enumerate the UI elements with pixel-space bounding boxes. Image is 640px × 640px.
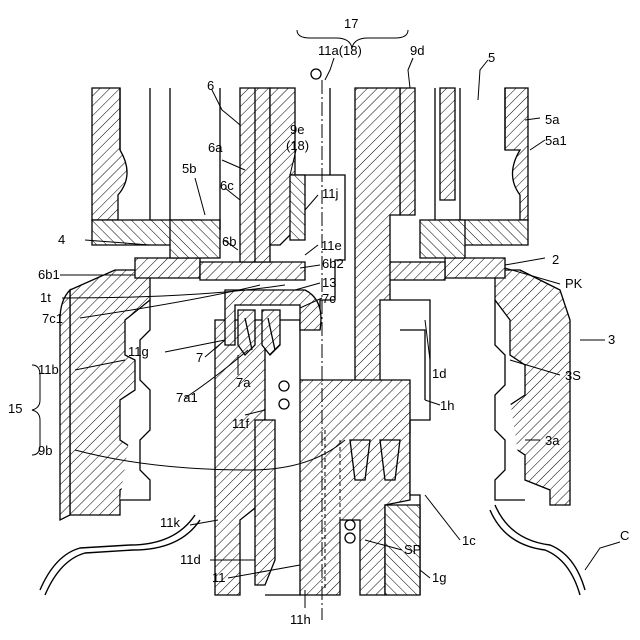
label-11a: 11a(18) <box>318 43 362 58</box>
label-6: 6 <box>207 78 214 93</box>
label-5a: 5a <box>545 112 560 127</box>
label-6a: 6a <box>208 140 223 155</box>
label-11k: 11k <box>160 515 180 530</box>
label-PK: PK <box>565 276 583 291</box>
label-C: C <box>620 528 629 543</box>
label-1g: 1g <box>432 570 446 585</box>
label-7c1: 7c1 <box>42 311 63 326</box>
label-1t: 1t <box>40 290 51 305</box>
label-4: 4 <box>58 232 65 247</box>
label-7c: 7c <box>322 291 336 306</box>
label-11e: 11e <box>321 238 342 253</box>
label-6b1: 6b1 <box>38 267 60 282</box>
label-11j: 11j <box>322 186 338 201</box>
label-6b: 6b <box>222 234 236 249</box>
label-5: 5 <box>488 50 495 65</box>
label-6c: 6c <box>220 178 234 193</box>
label-11g: 11g <box>128 344 149 359</box>
label-5a1: 5a1 <box>545 133 567 148</box>
label-15: 15 <box>8 401 22 416</box>
label-11b: 11b <box>38 362 59 377</box>
label-9e: 9e <box>290 122 304 137</box>
label-13: 13 <box>322 275 336 290</box>
label-3: 3 <box>608 332 615 347</box>
label-17: 17 <box>344 16 358 31</box>
label-2: 2 <box>552 252 559 267</box>
label-1c: 1c <box>462 533 476 548</box>
label-3a: 3a <box>545 433 560 448</box>
label-7a1: 7a1 <box>176 390 198 405</box>
label-6b2: 6b2 <box>322 256 344 271</box>
label-11h: 11h <box>290 612 311 627</box>
label-11d: 11d <box>180 552 201 567</box>
label-1h: 1h <box>440 398 454 413</box>
ring-2-4 <box>135 220 505 280</box>
center-marker <box>311 69 321 79</box>
label-5b: 5b <box>182 161 196 176</box>
label-7a: 7a <box>236 375 251 390</box>
valve-7 <box>225 290 321 355</box>
label-11f: 11f <box>232 416 249 431</box>
label-1d: 1d <box>432 366 446 381</box>
label-11: 11 <box>212 570 226 585</box>
label-SP: SP <box>404 542 421 557</box>
label-18: (18) <box>286 138 309 153</box>
label-9d: 9d <box>410 43 424 58</box>
label-3S: 3S <box>565 368 581 383</box>
label-9b: 9b <box>38 443 52 458</box>
label-7: 7 <box>196 350 203 365</box>
